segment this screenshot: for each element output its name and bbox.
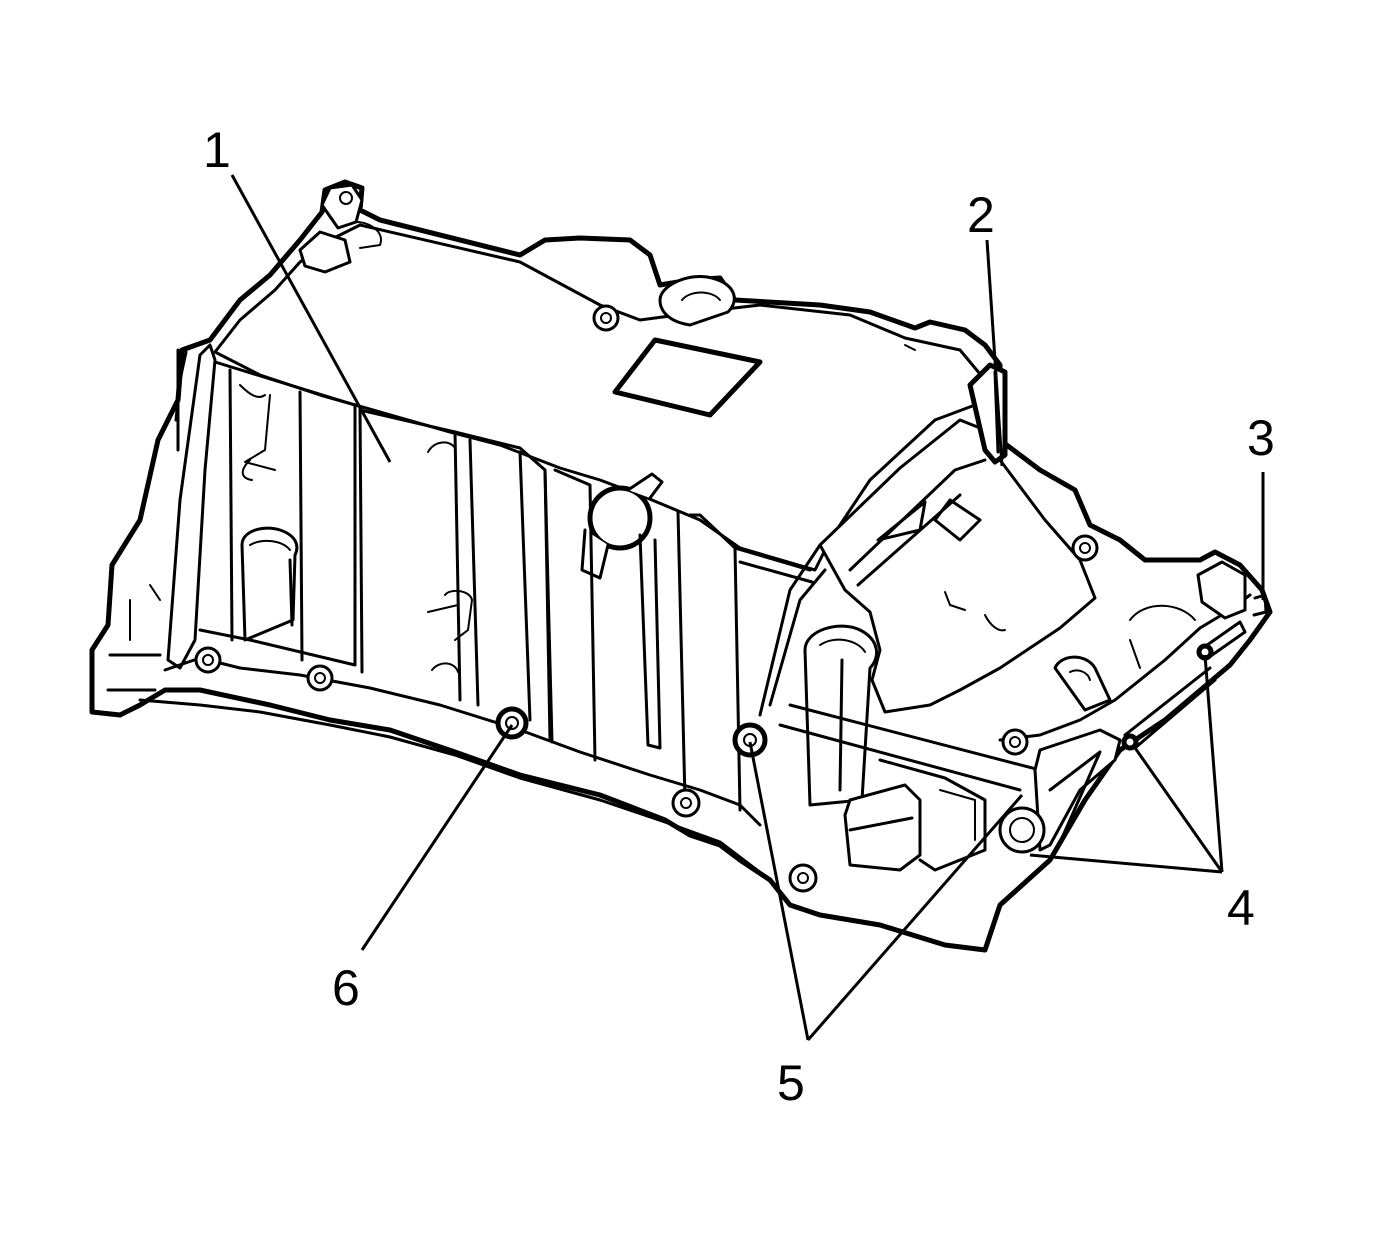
leader-4a — [1203, 654, 1224, 873]
front-flange-edge — [163, 656, 762, 827]
leader-2 — [985, 239, 1004, 467]
callout-4: 4 — [1227, 880, 1255, 936]
right-end-rib — [1196, 560, 1247, 620]
flange-bolt-hole — [194, 646, 222, 674]
callout-3: 3 — [1247, 410, 1275, 466]
oil-pan-illustration — [89, 179, 1273, 953]
callout-2: 2 — [967, 187, 995, 243]
end-bracket — [1033, 728, 1122, 852]
leader-4c — [1029, 853, 1223, 874]
flange-bolt-hole-callout-6 — [495, 706, 529, 740]
callout-6: 6 — [332, 960, 360, 1016]
flange-bolt-hole — [788, 863, 818, 893]
upper-cylinder-boss — [658, 275, 736, 327]
leader-4b — [1131, 744, 1224, 873]
leader-lines — [230, 174, 1265, 1041]
flange-bolt-hole — [1071, 534, 1099, 562]
leader-5a — [748, 741, 810, 1041]
round-cover — [998, 806, 1046, 854]
top-bolt-boss — [592, 304, 620, 332]
flange-bolt-hole — [1001, 728, 1029, 756]
flange-bolt-hole-callout-5 — [732, 722, 768, 758]
leader-5b — [806, 794, 1024, 1041]
label-pad — [612, 337, 763, 418]
flange-bolt-hole — [671, 788, 701, 818]
callout-5: 5 — [777, 1055, 805, 1111]
drain-plug — [1053, 655, 1112, 712]
leader-6 — [360, 724, 514, 951]
flange-bolt-hole — [306, 664, 334, 692]
callout-labels: 1 2 3 4 5 6 — [203, 122, 1275, 1111]
sump-block — [843, 783, 922, 872]
left-cylinder — [240, 526, 299, 642]
leader-1 — [230, 174, 392, 463]
callout-1: 1 — [203, 122, 231, 178]
left-wall — [166, 343, 217, 670]
